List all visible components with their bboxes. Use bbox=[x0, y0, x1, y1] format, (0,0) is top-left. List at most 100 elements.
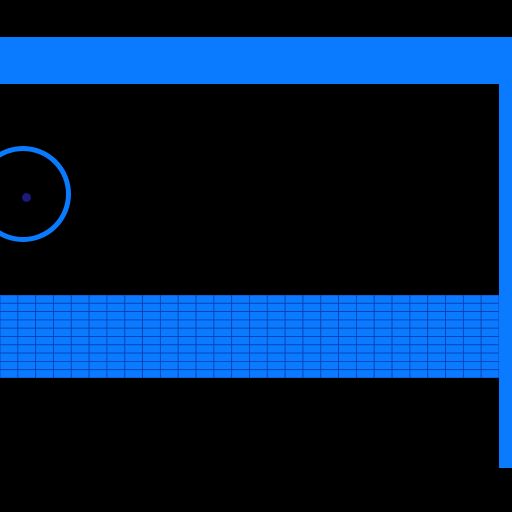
brick bbox=[231, 336, 250, 346]
brick bbox=[195, 319, 215, 329]
brick bbox=[195, 311, 215, 321]
brick bbox=[17, 327, 37, 337]
brick bbox=[338, 311, 357, 321]
brick bbox=[249, 302, 268, 313]
brick bbox=[320, 361, 340, 371]
brick bbox=[17, 361, 37, 371]
brick bbox=[0, 319, 19, 329]
brick bbox=[159, 327, 179, 337]
brick bbox=[231, 311, 250, 321]
brick bbox=[266, 369, 286, 378]
brick bbox=[195, 361, 215, 371]
brick bbox=[124, 352, 143, 362]
brick bbox=[106, 369, 126, 378]
brick bbox=[159, 319, 179, 329]
brick bbox=[70, 319, 90, 329]
brick bbox=[0, 327, 19, 337]
brick bbox=[35, 352, 54, 362]
brick bbox=[231, 295, 250, 304]
brick bbox=[231, 302, 250, 313]
brick bbox=[302, 302, 322, 313]
brick bbox=[231, 327, 250, 337]
brick bbox=[177, 344, 197, 354]
brick bbox=[249, 311, 268, 321]
brick bbox=[53, 344, 72, 354]
brick bbox=[284, 344, 304, 354]
brick bbox=[124, 344, 143, 354]
ball-core bbox=[22, 193, 31, 202]
brick bbox=[17, 352, 37, 362]
brick bbox=[391, 352, 411, 362]
brick bbox=[338, 319, 357, 329]
brick bbox=[213, 311, 233, 321]
brick bbox=[462, 302, 482, 313]
brick bbox=[302, 361, 322, 371]
brick bbox=[231, 344, 250, 354]
brick bbox=[70, 302, 90, 313]
brick bbox=[427, 319, 446, 329]
brick bbox=[427, 336, 446, 346]
brick bbox=[195, 327, 215, 337]
brick bbox=[409, 327, 429, 337]
brick bbox=[445, 344, 464, 354]
brick bbox=[445, 295, 464, 304]
brick bbox=[284, 336, 304, 346]
brick bbox=[142, 361, 161, 371]
brick bbox=[106, 302, 126, 313]
brick bbox=[266, 319, 286, 329]
brick bbox=[480, 295, 499, 304]
brick bbox=[88, 336, 108, 346]
brick bbox=[0, 295, 19, 304]
brick bbox=[213, 361, 233, 371]
brick bbox=[249, 344, 268, 354]
brick bbox=[17, 295, 37, 304]
brick bbox=[17, 311, 37, 321]
brick bbox=[462, 311, 482, 321]
brick bbox=[159, 361, 179, 371]
brick bbox=[338, 361, 357, 371]
brick bbox=[338, 295, 357, 304]
brick bbox=[480, 327, 499, 337]
brick bbox=[356, 327, 375, 337]
brick bbox=[124, 327, 143, 337]
brick bbox=[142, 352, 161, 362]
brick bbox=[142, 302, 161, 313]
brick bbox=[391, 302, 411, 313]
brick bbox=[338, 302, 357, 313]
brick bbox=[391, 295, 411, 304]
brick bbox=[177, 361, 197, 371]
brick bbox=[88, 319, 108, 329]
brick bbox=[213, 344, 233, 354]
brick bbox=[409, 344, 429, 354]
brick bbox=[0, 336, 19, 346]
brick bbox=[195, 302, 215, 313]
brick bbox=[266, 361, 286, 371]
brick bbox=[249, 295, 268, 304]
brick bbox=[338, 369, 357, 378]
brick bbox=[445, 336, 464, 346]
brick bbox=[427, 327, 446, 337]
brick bbox=[213, 319, 233, 329]
brick bbox=[373, 327, 393, 337]
brick bbox=[284, 302, 304, 313]
brick bbox=[356, 352, 375, 362]
brick bbox=[213, 327, 233, 337]
brick bbox=[409, 302, 429, 313]
brick bbox=[480, 344, 499, 354]
brick bbox=[356, 369, 375, 378]
brick bbox=[0, 369, 19, 378]
brick bbox=[284, 311, 304, 321]
brick bbox=[70, 336, 90, 346]
brick bbox=[356, 336, 375, 346]
brick bbox=[53, 369, 72, 378]
brick bbox=[106, 352, 126, 362]
brick bbox=[142, 311, 161, 321]
brick bbox=[17, 319, 37, 329]
brick bbox=[142, 336, 161, 346]
brick bbox=[35, 327, 54, 337]
brick bbox=[231, 319, 250, 329]
brick bbox=[88, 311, 108, 321]
brick bbox=[88, 361, 108, 371]
brick bbox=[302, 327, 322, 337]
